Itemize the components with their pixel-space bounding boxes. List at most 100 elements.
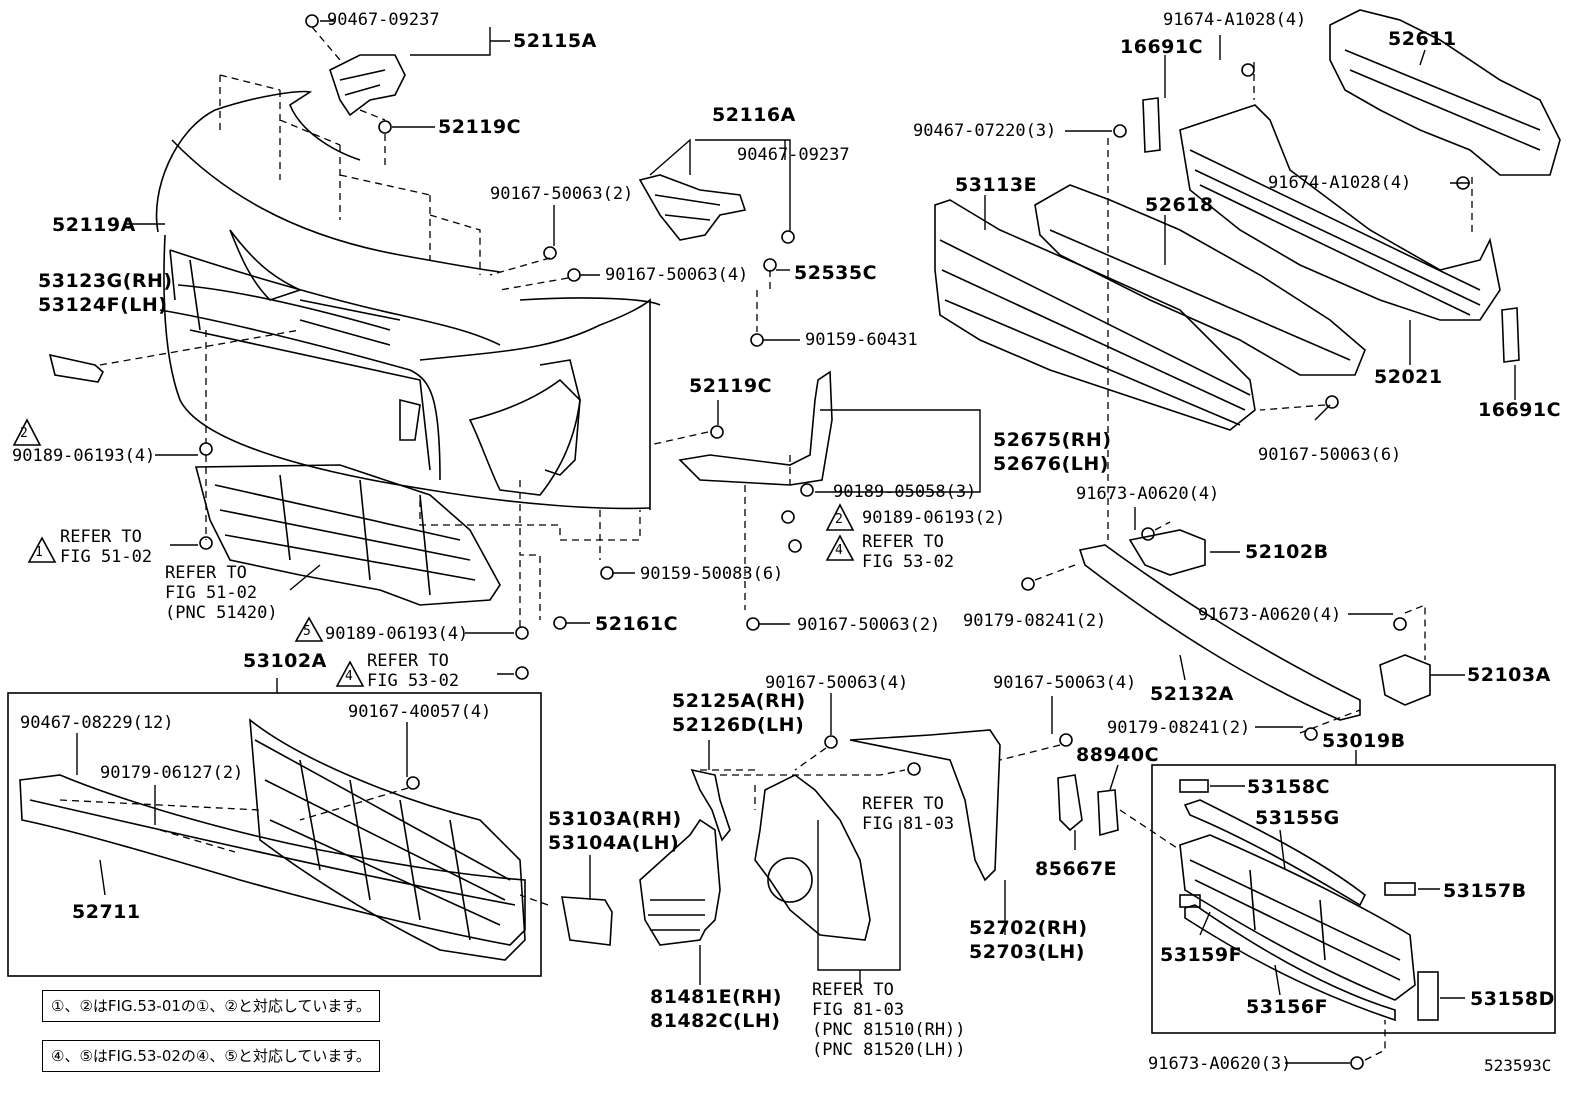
part-label-90167-50063-4b: 90167-50063(4) bbox=[765, 673, 909, 693]
ref-1-line1: REFER TO bbox=[60, 527, 142, 547]
beam-52132a-drawing bbox=[1078, 544, 1361, 721]
part-label-90167-50063-2: 90167-50063(2) bbox=[490, 184, 634, 204]
diagram-id: 523593C bbox=[1484, 1056, 1552, 1075]
part-label-91674-a1028-b: 91674-A1028(4) bbox=[1268, 173, 1412, 193]
part-label-52702: 52702(RH) bbox=[969, 917, 1088, 939]
part-label-52618: 52618 bbox=[1145, 194, 1214, 216]
part-label-91673-a0620-a: 91673-A0620(4) bbox=[1076, 484, 1220, 504]
part-label-90179-08241-b: 90179-08241(2) bbox=[1107, 718, 1251, 738]
ref-8103-line2: FIG 81-03 bbox=[862, 814, 955, 834]
moulding-53159f-drawing bbox=[1184, 904, 1396, 1022]
note-markers-4-5: ④、⑤はFIG.53-02の④、⑤と対応しています。 bbox=[42, 1040, 380, 1072]
ref-4-line1: REFER TO bbox=[862, 532, 944, 552]
ref-1-line2: FIG 51-02 bbox=[60, 547, 153, 567]
part-label-90179-08241-a: 90179-08241(2) bbox=[963, 611, 1107, 631]
part-label-90167-50063-6: 90167-50063(6) bbox=[1258, 445, 1402, 465]
part-label-52103a: 52103A bbox=[1467, 664, 1551, 686]
ref-under-line2: FIG 51-02 bbox=[165, 583, 258, 603]
bracket-16691c-bottom-drawing bbox=[1501, 307, 1520, 363]
marker-1-label: 1 bbox=[35, 545, 43, 560]
part-label-90167-40057: 90167-40057(4) bbox=[348, 702, 492, 722]
part-label-53159f: 53159F bbox=[1160, 944, 1243, 966]
part-label-90467-08229: 90467-08229(12) bbox=[20, 713, 174, 733]
part-label-90189-06193-4b: 90189-06193(4) bbox=[325, 624, 469, 644]
part-label-52119c: 52119C bbox=[438, 116, 522, 138]
part-label-91674-a1028-a: 91674-A1028(4) bbox=[1163, 10, 1307, 30]
clip-53159f-drawing bbox=[1179, 894, 1201, 908]
part-label-90189-06193-4: 90189-06193(4) bbox=[12, 446, 156, 466]
part-label-90179-06127: 90179-06127(2) bbox=[100, 763, 244, 783]
marker-2b-label: 2 bbox=[835, 512, 843, 527]
ref-8103b-line2: FIG 81-03 bbox=[812, 1000, 905, 1020]
ref-under-line3: (PNC 51420) bbox=[165, 603, 278, 623]
part-label-53019b: 53019B bbox=[1322, 730, 1406, 752]
part-label-52021: 52021 bbox=[1374, 366, 1443, 388]
clip-53103a-drawing bbox=[561, 896, 613, 946]
sensor-88940c-drawing bbox=[1097, 789, 1119, 837]
clip-53158d-drawing bbox=[1417, 971, 1439, 1021]
clip-53157b-drawing bbox=[1384, 882, 1416, 896]
part-label-52102b: 52102B bbox=[1245, 541, 1329, 563]
part-label-52611: 52611 bbox=[1388, 28, 1457, 50]
part-label-52161c: 52161C bbox=[595, 613, 679, 635]
part-label-53104a: 53104A(LH) bbox=[548, 832, 680, 854]
note-markers-1-2: ①、②はFIG.53-01の①、②と対応しています。 bbox=[42, 990, 380, 1022]
grille-set-53019b-frame bbox=[1151, 764, 1556, 1034]
grille-53156f-drawing bbox=[1179, 834, 1416, 1001]
part-label-53103a: 53103A(RH) bbox=[548, 808, 682, 830]
ref-under-line1: REFER TO bbox=[165, 563, 247, 583]
part-label-85667e: 85667E bbox=[1035, 858, 1118, 880]
part-label-53124f: 53124F(LH) bbox=[38, 294, 168, 316]
absorber-53113e-drawing bbox=[934, 199, 1256, 431]
side-trim-52702-drawing bbox=[849, 729, 1001, 882]
part-label-90167-50063-4c: 90167-50063(4) bbox=[993, 673, 1137, 693]
bracket-52125a-drawing bbox=[690, 768, 731, 842]
lower-grille-drawing bbox=[249, 718, 526, 961]
bracket-52116a-drawing bbox=[638, 174, 747, 241]
part-label-90467-09237-b: 90467-09237 bbox=[737, 145, 850, 165]
part-label-90467-09237: 90467-09237 bbox=[327, 10, 440, 30]
marker-4-label: 4 bbox=[835, 543, 843, 558]
part-label-90467-07220: 90467-07220(3) bbox=[913, 121, 1057, 141]
leader-lines bbox=[76, 20, 1516, 1064]
part-label-81482c: 81482C(LH) bbox=[650, 1010, 781, 1032]
part-label-88940c: 88940C bbox=[1076, 744, 1160, 766]
strip-52711-drawing bbox=[19, 774, 526, 946]
part-label-52119c-mid: 52119C bbox=[689, 375, 773, 397]
part-label-53158c: 53158C bbox=[1247, 776, 1331, 798]
bracket-16691c-top-drawing bbox=[1142, 97, 1161, 153]
part-label-53156f: 53156F bbox=[1246, 996, 1329, 1018]
part-label-90189-06193-2: 90189-06193(2) bbox=[862, 508, 1006, 528]
part-label-52675: 52675(RH) bbox=[993, 429, 1112, 451]
part-label-52703: 52703(LH) bbox=[969, 941, 1085, 963]
reinforcement-52021-drawing bbox=[1179, 104, 1501, 321]
sensor-bracket-85667e-drawing bbox=[1057, 774, 1083, 832]
fog-lamp-drawing bbox=[754, 774, 871, 941]
undercover-drawing bbox=[194, 464, 501, 606]
part-label-90189-05058: 90189-05058(3) bbox=[833, 482, 977, 502]
part-label-52125a: 52125A(RH) bbox=[672, 690, 806, 712]
ref-8103b-line3: (PNC 81510(RH)) bbox=[812, 1020, 966, 1040]
absorber-52611-drawing bbox=[1329, 9, 1561, 176]
marker-4b-label: 4 bbox=[345, 669, 353, 684]
ref-4b-line2: FIG 53-02 bbox=[367, 671, 460, 691]
ref-4-line2: FIG 53-02 bbox=[862, 552, 955, 572]
part-label-91673-a0620-b: 91673-A0620(4) bbox=[1198, 605, 1342, 625]
part-label-90159-60431: 90159-60431 bbox=[805, 330, 918, 350]
part-label-52711: 52711 bbox=[72, 901, 141, 923]
part-label-53155g: 53155G bbox=[1255, 807, 1340, 829]
bracket-52102b-drawing bbox=[1128, 529, 1206, 576]
reference-markers bbox=[12, 418, 855, 687]
part-label-91673-a0620-c: 91673-A0620(3) bbox=[1148, 1054, 1292, 1074]
part-label-52116a: 52116A bbox=[712, 104, 796, 126]
part-label-53123g: 53123G(RH) bbox=[38, 270, 173, 292]
ref-4b-line1: REFER TO bbox=[367, 651, 449, 671]
ref-8103b-line4: (PNC 81520(LH)) bbox=[812, 1040, 966, 1060]
part-label-52119a: 52119A bbox=[52, 214, 136, 236]
part-label-52115a: 52115A bbox=[513, 30, 597, 52]
bracket-52675-drawing bbox=[678, 370, 833, 486]
part-label-16691c-bottom: 16691C bbox=[1478, 399, 1562, 421]
part-label-52676: 52676(LH) bbox=[993, 453, 1109, 475]
part-label-52126d: 52126D(LH) bbox=[672, 714, 805, 736]
